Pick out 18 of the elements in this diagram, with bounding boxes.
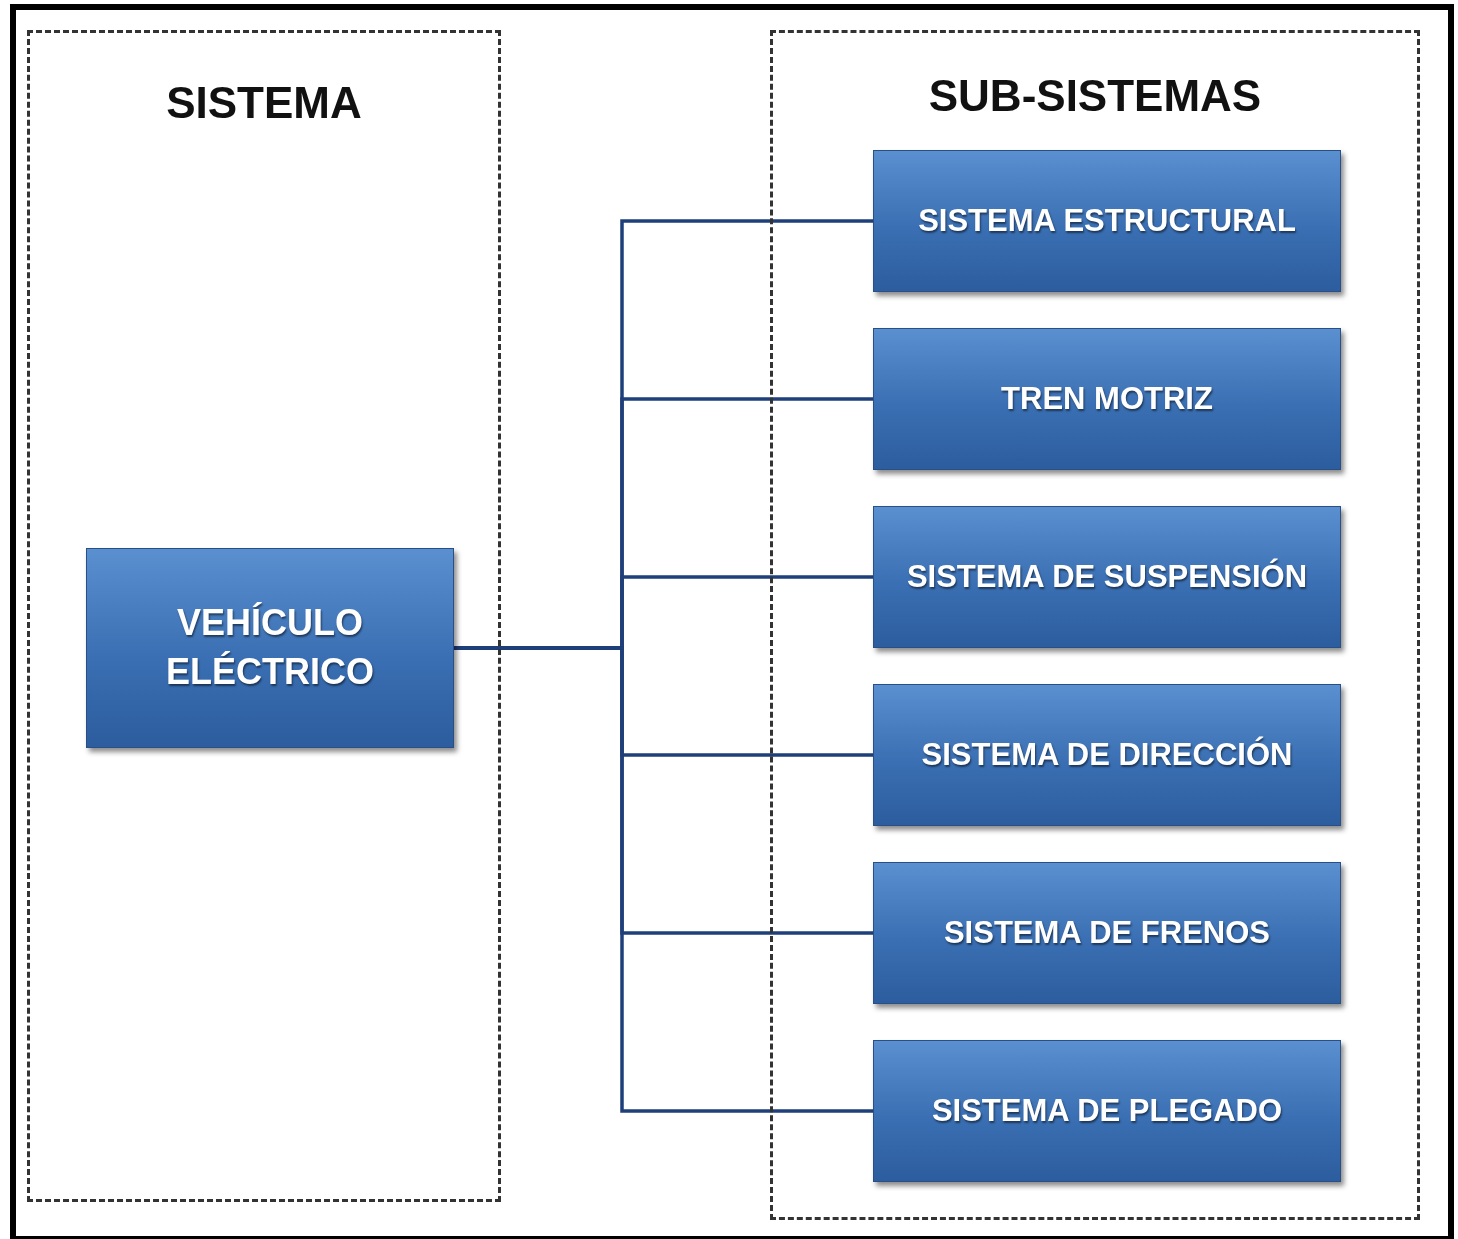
dashed-group-frame bbox=[27, 30, 501, 1202]
process-box bbox=[873, 1040, 1341, 1182]
box-label: SISTEMA DE FRENOS bbox=[942, 914, 1272, 953]
process-box bbox=[873, 328, 1341, 470]
process-box bbox=[86, 548, 454, 748]
process-box bbox=[873, 684, 1341, 826]
dashed-group-frame bbox=[770, 30, 1420, 1220]
box-label: SISTEMA DE DIRECCIÓN bbox=[920, 735, 1294, 775]
box-label: TREN MOTRIZ bbox=[1000, 380, 1214, 419]
group-heading: SUB-SISTEMAS bbox=[927, 71, 1263, 121]
process-box bbox=[873, 506, 1341, 648]
box-label: SISTEMA DE PLEGADO bbox=[930, 1092, 1284, 1131]
box-label: SISTEMA ESTRUCTURAL bbox=[917, 202, 1297, 241]
process-box bbox=[873, 150, 1341, 292]
box-label: SISTEMA DE SUSPENSIÓN bbox=[905, 557, 1309, 597]
box-label: VEHÍCULO ELÉCTRICO bbox=[165, 601, 375, 694]
process-box bbox=[873, 862, 1341, 1004]
group-heading: SISTEMA bbox=[165, 78, 363, 128]
